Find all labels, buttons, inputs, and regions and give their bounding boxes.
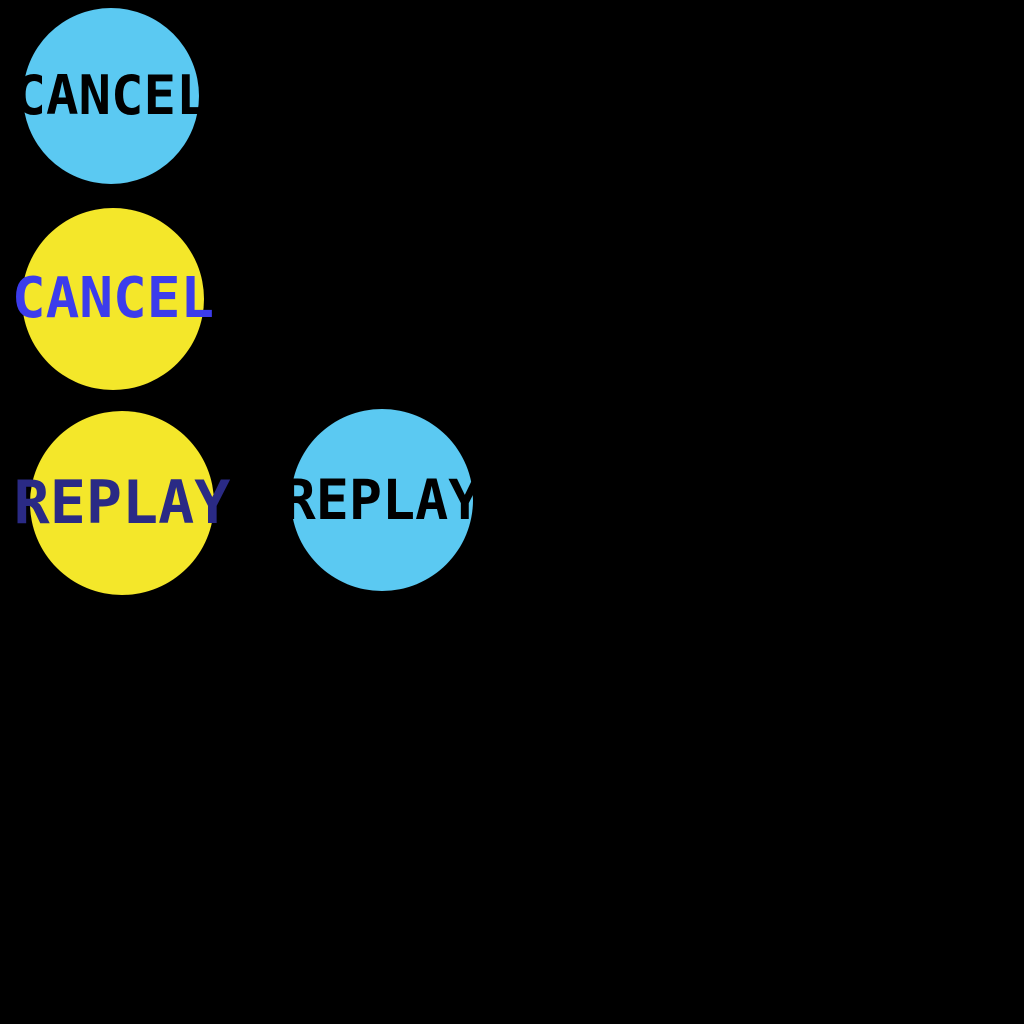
cancel-button-blue[interactable]: CANCEL <box>13 8 209 184</box>
replay-button-blue-circle <box>291 409 473 591</box>
replay-button-yellow-label: REPLAY <box>13 468 231 538</box>
cancel-button-yellow[interactable]: CANCEL <box>12 208 214 390</box>
replay-button-yellow[interactable]: REPLAY <box>14 411 230 595</box>
replay-button-blue-label: REPLAY <box>282 467 482 532</box>
cancel-button-yellow-label: CANCEL <box>11 266 215 331</box>
replay-button-blue[interactable]: REPLAY <box>283 409 481 591</box>
replay-button-yellow-circle <box>30 411 214 595</box>
cancel-button-blue-circle <box>23 8 199 184</box>
cancel-button-yellow-circle <box>22 208 204 390</box>
cancel-button-blue-label: CANCEL <box>13 64 209 127</box>
